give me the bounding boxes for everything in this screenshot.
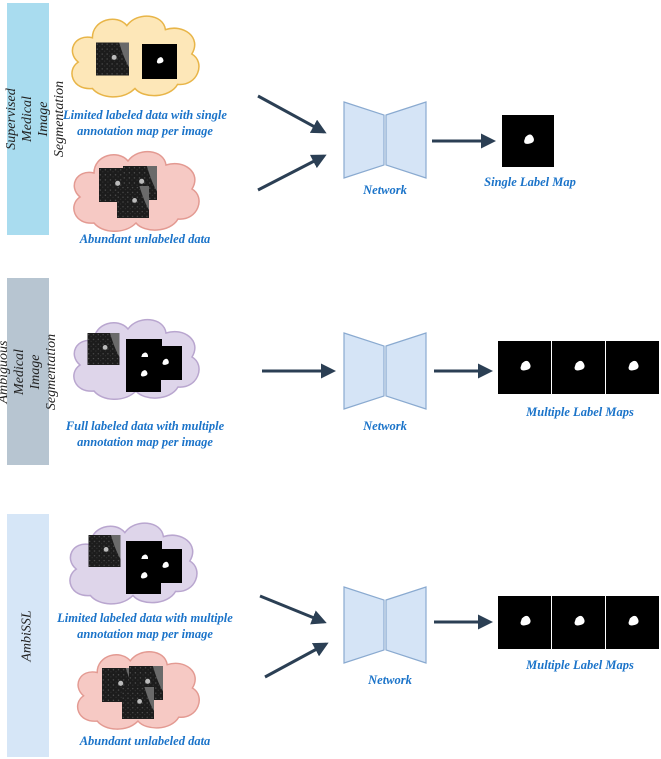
cloud-unlabeled	[76, 651, 200, 730]
cloud-labeled-single	[71, 15, 200, 98]
network-block	[343, 586, 427, 664]
arrow-top-in	[257, 94, 327, 134]
network-block	[343, 101, 427, 179]
cloud-caption: Abundant unlabeled data	[79, 232, 211, 246]
cloud-unlabeled	[73, 150, 200, 233]
cloud-caption: Full labeled data with multiple annotati…	[65, 419, 225, 449]
arrow-bottom-in	[264, 642, 329, 679]
cloud-caption: Abundant unlabeled data	[79, 734, 211, 748]
sidebar-ambissl: AmbiSSL	[7, 514, 49, 757]
single-label-map	[502, 115, 554, 167]
output-label: Single Label Map	[484, 175, 576, 189]
multiple-label-maps	[498, 596, 659, 649]
cloud-labeled-multiple	[69, 522, 198, 605]
multiple-label-maps	[498, 341, 659, 394]
cloud-caption: Limited labeled data with multiple annot…	[57, 611, 233, 641]
output-label: Multiple Label Maps	[526, 405, 634, 419]
output-label: Multiple Label Maps	[526, 658, 634, 672]
ct-scan-image	[96, 42, 129, 76]
arrow-top-in	[259, 594, 327, 625]
sidebar-semi-supervised: Semi-Supervised Medical Image Segmentati…	[0, 3, 67, 235]
network-label: Network	[363, 419, 407, 433]
arrow-bottom-in	[257, 154, 327, 192]
network-label: Network	[368, 673, 412, 687]
network-block	[343, 332, 427, 410]
network-label: Network	[363, 183, 407, 197]
annotation-mask-image	[142, 44, 177, 79]
cloud-full-labeled	[72, 318, 200, 401]
cloud-caption: Limited labeled data with single annotat…	[63, 108, 227, 138]
sidebar-ambiguous: Ambiguous Medical Image Segmentation	[0, 278, 59, 465]
